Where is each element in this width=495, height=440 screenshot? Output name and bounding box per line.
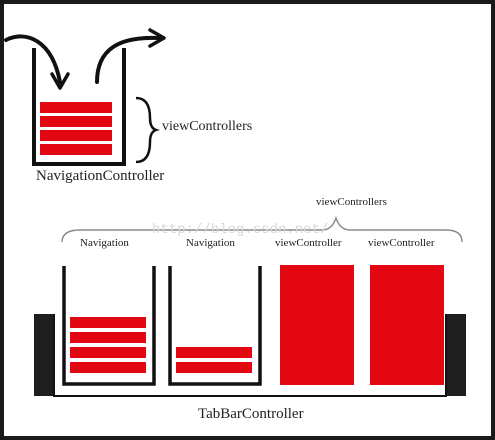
tabs-group-label: viewControllers <box>316 196 387 208</box>
brace-label: viewControllers <box>162 119 253 134</box>
tab-bar-container <box>53 314 447 397</box>
navigation-controller-label: NavigationController <box>36 168 165 184</box>
slot-label-navigation-1: Navigation <box>80 237 129 249</box>
tab-slot-view-controller-1 <box>280 265 354 385</box>
slot-label-view-controller-2: viewController <box>368 237 435 249</box>
stacked-view-controller <box>176 347 252 358</box>
stacked-view-controller <box>176 362 252 373</box>
stacked-view-controller <box>40 102 112 113</box>
navigation-container <box>32 48 126 166</box>
pop-arrowhead <box>148 28 166 48</box>
push-arrowhead <box>50 72 70 90</box>
stacked-view-controller <box>70 332 146 343</box>
stacked-view-controller <box>70 317 146 328</box>
watermark: http://blog.csdn.net/ <box>152 222 329 238</box>
tabs-brace <box>61 215 463 243</box>
tab-bar-right-wall <box>446 314 466 396</box>
slot-label-navigation-2: Navigation <box>186 237 235 249</box>
stacked-view-controller <box>70 347 146 358</box>
view-controllers-brace <box>135 96 160 164</box>
pop-arrow <box>95 35 162 84</box>
tab-bar-controller-label: TabBarController <box>198 406 304 422</box>
tab-slot-view-controller-2 <box>370 265 444 385</box>
stacked-view-controller <box>40 144 112 155</box>
stacked-view-controller <box>40 116 112 127</box>
tab-slot-navigation-2 <box>168 266 262 386</box>
tab-slot-navigation-1 <box>62 266 156 386</box>
push-arrow <box>4 34 62 84</box>
slot-label-view-controller-1: viewController <box>275 237 342 249</box>
stacked-view-controller <box>70 362 146 373</box>
tab-bar-left-wall <box>34 314 54 396</box>
stacked-view-controller <box>40 130 112 141</box>
